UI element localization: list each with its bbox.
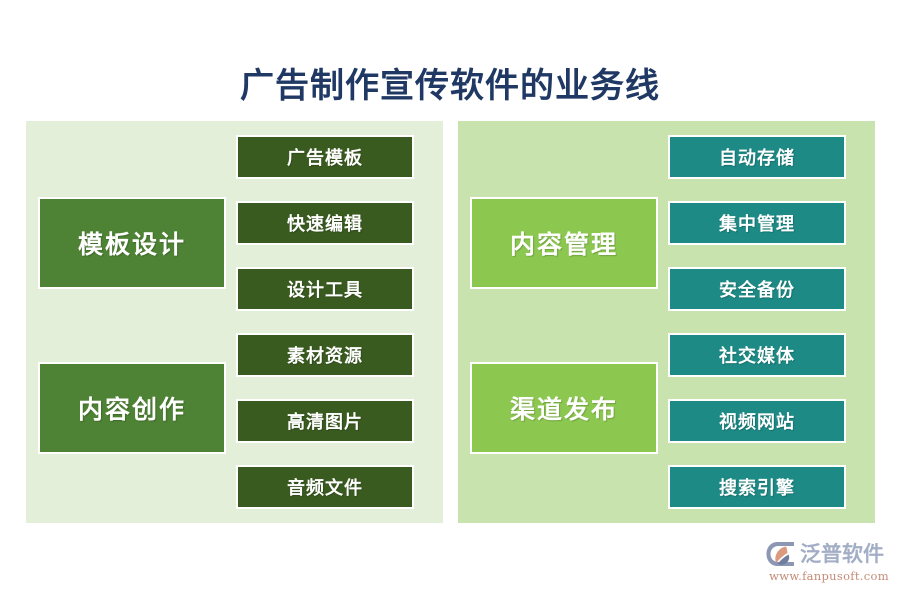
item-box-search-engines[interactable]: 搜索引擎: [668, 465, 846, 509]
item-box-audio-files[interactable]: 音频文件: [236, 465, 414, 509]
item-box-quick-edit[interactable]: 快速编辑: [236, 201, 414, 245]
item-box-secure-backup[interactable]: 安全备份: [668, 267, 846, 311]
page-title: 广告制作宣传软件的业务线: [240, 66, 660, 106]
item-box-social-media[interactable]: 社交媒体: [668, 333, 846, 377]
item-box-design-tools[interactable]: 设计工具: [236, 267, 414, 311]
brand-name: 泛普软件: [800, 542, 884, 566]
group-box-content-creation[interactable]: 内容创作: [38, 362, 226, 454]
fanpu-logo-mark-icon: [766, 541, 796, 567]
item-box-auto-storage[interactable]: 自动存储: [668, 135, 846, 179]
item-box-ad-template[interactable]: 广告模板: [236, 135, 414, 179]
panel-right: 内容管理 渠道发布 自动存储 集中管理 安全备份 社交媒体 视频网站 搜索引擎: [458, 121, 875, 523]
item-box-hd-images[interactable]: 高清图片: [236, 399, 414, 443]
group-box-template-design[interactable]: 模板设计: [38, 197, 226, 289]
group-box-channel-publishing[interactable]: 渠道发布: [470, 362, 658, 454]
item-box-material-resources[interactable]: 素材资源: [236, 333, 414, 377]
item-box-centralized-management[interactable]: 集中管理: [668, 201, 846, 245]
brand-logo: 泛普软件 www.fanpusoft.com: [766, 540, 892, 586]
brand-url: www.fanpusoft.com: [769, 569, 889, 583]
group-box-content-management[interactable]: 内容管理: [470, 197, 658, 289]
item-box-video-websites[interactable]: 视频网站: [668, 399, 846, 443]
panel-left: 模板设计 内容创作 广告模板 快速编辑 设计工具 素材资源 高清图片 音频文件: [26, 121, 443, 523]
